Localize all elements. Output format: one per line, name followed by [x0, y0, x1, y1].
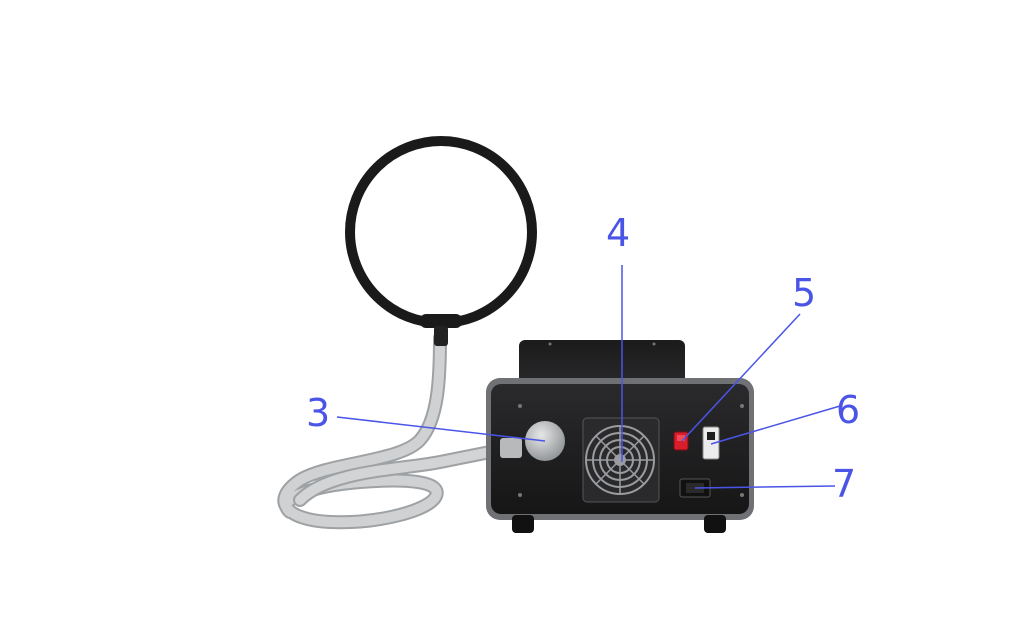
callout-line-3: [336, 416, 546, 442]
device-feet: [512, 515, 726, 533]
callout-label-6: 6: [836, 388, 860, 432]
callout-label-5: 5: [792, 271, 816, 315]
callout-lines: [336, 265, 841, 489]
callout-label-7: 7: [832, 462, 856, 506]
coil-applicator-icon: [345, 136, 537, 346]
callout-label-3: 3: [306, 391, 330, 435]
callout-line-6: [710, 405, 841, 445]
callout-label-4: 4: [606, 211, 630, 255]
callout-labels: 3 4 5 6 7: [306, 211, 860, 506]
fan-grille-icon: [582, 417, 660, 503]
callout-line-7: [694, 485, 836, 489]
callout-line-5: [681, 313, 801, 442]
fuse-holder-icon: [702, 426, 720, 460]
power-switch-icon: [673, 431, 689, 451]
